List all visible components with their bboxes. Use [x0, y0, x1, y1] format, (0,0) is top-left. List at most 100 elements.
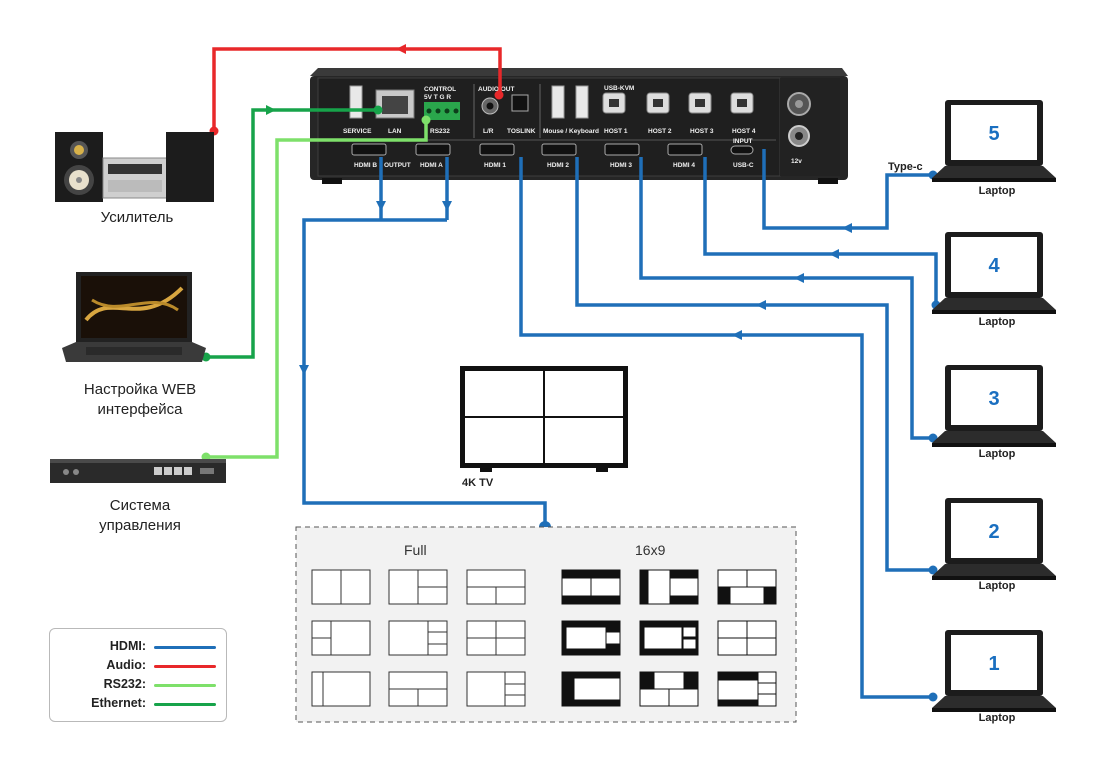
layout-169-8	[639, 671, 699, 707]
laptop-5-caption: Laptop	[978, 185, 1016, 197]
label-hdmi-a: HDMI A	[420, 162, 443, 169]
audio-cable	[212, 47, 502, 130]
layout-full-2	[388, 569, 448, 605]
service-usb-port	[349, 85, 363, 119]
layout-169-5	[639, 620, 699, 656]
tv-label: 4K TV	[462, 477, 494, 489]
label-host2: HOST 2	[648, 128, 672, 135]
layouts-panel	[295, 526, 797, 723]
legend-row-audio: Audio:	[56, 658, 220, 675]
control-system-image	[50, 459, 226, 483]
usbc-cable	[762, 149, 933, 230]
hdmi2-port	[541, 143, 577, 156]
hdmi4-cable	[703, 157, 938, 305]
control-system-caption-line2: управления	[99, 517, 181, 534]
label-audio-out: AUDIO OUT	[478, 86, 515, 93]
label-hdmi4: HDMI 4	[673, 162, 695, 169]
laptop-3: 3	[932, 365, 1056, 447]
legend-row-rs232: RS232:	[56, 677, 220, 694]
hdmi-b-port	[351, 143, 387, 156]
label-usb-kvm: USB-KVM	[604, 85, 634, 92]
label-lr: L/R	[483, 128, 494, 135]
layout-full-1	[311, 569, 371, 605]
web-setup-laptop-image	[62, 272, 206, 362]
type-c-label: Type-c	[888, 161, 923, 173]
legend: HDMI: Audio: RS232: Ethernet:	[49, 628, 227, 722]
hdmi2-cable	[575, 157, 933, 572]
layout-169-6	[717, 620, 777, 656]
layouts-full-title: Full	[404, 542, 427, 558]
legend-label-audio: Audio:	[106, 658, 146, 672]
kvm-switch-device: SERVICE LAN CONTROL 5V T G R RS232 AUDIO…	[310, 68, 848, 184]
label-usbc: USB-C	[733, 162, 754, 169]
hdmi3-cable	[639, 157, 933, 440]
label-lan: LAN	[388, 128, 402, 135]
label-hdmi2: HDMI 2	[547, 162, 569, 169]
layout-169-3	[717, 569, 777, 605]
usb-port-1	[551, 85, 565, 119]
web-setup-caption-line1: Настройка WEB	[83, 381, 197, 398]
toslink-port	[511, 94, 529, 112]
legend-row-hdmi: HDMI:	[56, 639, 220, 656]
control-system-caption-line1: Система	[109, 497, 171, 514]
label-mouse-keyboard: Mouse / Keyboard	[543, 128, 599, 135]
usbc-port	[730, 145, 754, 155]
laptop-1-caption: Laptop	[978, 712, 1016, 724]
legend-line-ethernet	[154, 703, 216, 706]
web-setup-caption-line2: интерфейса	[97, 401, 183, 418]
amplifier-image	[55, 132, 214, 202]
laptop-1: 1	[932, 630, 1056, 712]
hdmi1-port	[479, 143, 515, 156]
hdmi3-port	[604, 143, 640, 156]
layouts-ratio-title: 16x9	[635, 542, 666, 558]
label-control: CONTROL	[424, 86, 456, 93]
label-hdmi-b: HDMI B	[354, 162, 377, 169]
legend-line-hdmi	[154, 646, 216, 649]
label-host1: HOST 1	[604, 128, 628, 135]
legend-line-audio	[154, 665, 216, 668]
label-host3: HOST 3	[690, 128, 714, 135]
laptop-4: 4	[932, 232, 1056, 314]
laptop-2-caption: Laptop	[978, 580, 1016, 592]
layout-full-4	[311, 620, 371, 656]
laptop-4-caption: Laptop	[978, 316, 1016, 328]
layout-169-7	[561, 671, 621, 707]
label-toslink: TOSLINK	[507, 128, 536, 135]
laptop-5-number: 5	[988, 123, 999, 145]
legend-label-rs232: RS232:	[103, 677, 146, 691]
label-hdmi1: HDMI 1	[484, 162, 506, 169]
label-hdmi3: HDMI 3	[610, 162, 632, 169]
laptop-5: 5	[932, 100, 1056, 182]
layout-full-5	[388, 620, 448, 656]
label-power: 12v	[791, 158, 802, 165]
hdmi1-cable	[519, 157, 933, 699]
laptop-3-number: 3	[988, 388, 999, 410]
label-output: OUTPUT	[384, 162, 411, 169]
legend-label-ethernet: Ethernet:	[91, 696, 146, 710]
layout-full-6	[466, 620, 526, 656]
laptop-2: 2	[932, 498, 1056, 580]
hdmi4-port	[667, 143, 703, 156]
legend-label-hdmi: HDMI:	[109, 639, 146, 653]
label-rs232: RS232	[430, 128, 450, 135]
label-input: INPUT	[733, 138, 753, 145]
label-control-pins: 5V T G R	[424, 94, 451, 101]
legend-line-rs232	[154, 684, 216, 687]
label-host4: HOST 4	[732, 128, 756, 135]
layout-full-8	[388, 671, 448, 707]
usb-port-2	[575, 85, 589, 119]
amplifier-caption: Усилитель	[100, 209, 174, 226]
rs232-terminal	[424, 102, 460, 120]
hdmi-out-trunk	[302, 218, 547, 526]
layout-full-3	[466, 569, 526, 605]
laptop-2-number: 2	[988, 521, 999, 543]
layout-169-9	[717, 671, 777, 707]
layout-full-9	[466, 671, 526, 707]
laptop-4-number: 4	[988, 255, 1000, 277]
layout-full-7	[311, 671, 371, 707]
layout-169-2	[639, 569, 699, 605]
rs232-cable	[206, 121, 428, 459]
label-service: SERVICE	[343, 128, 372, 135]
tv-image	[460, 366, 628, 472]
